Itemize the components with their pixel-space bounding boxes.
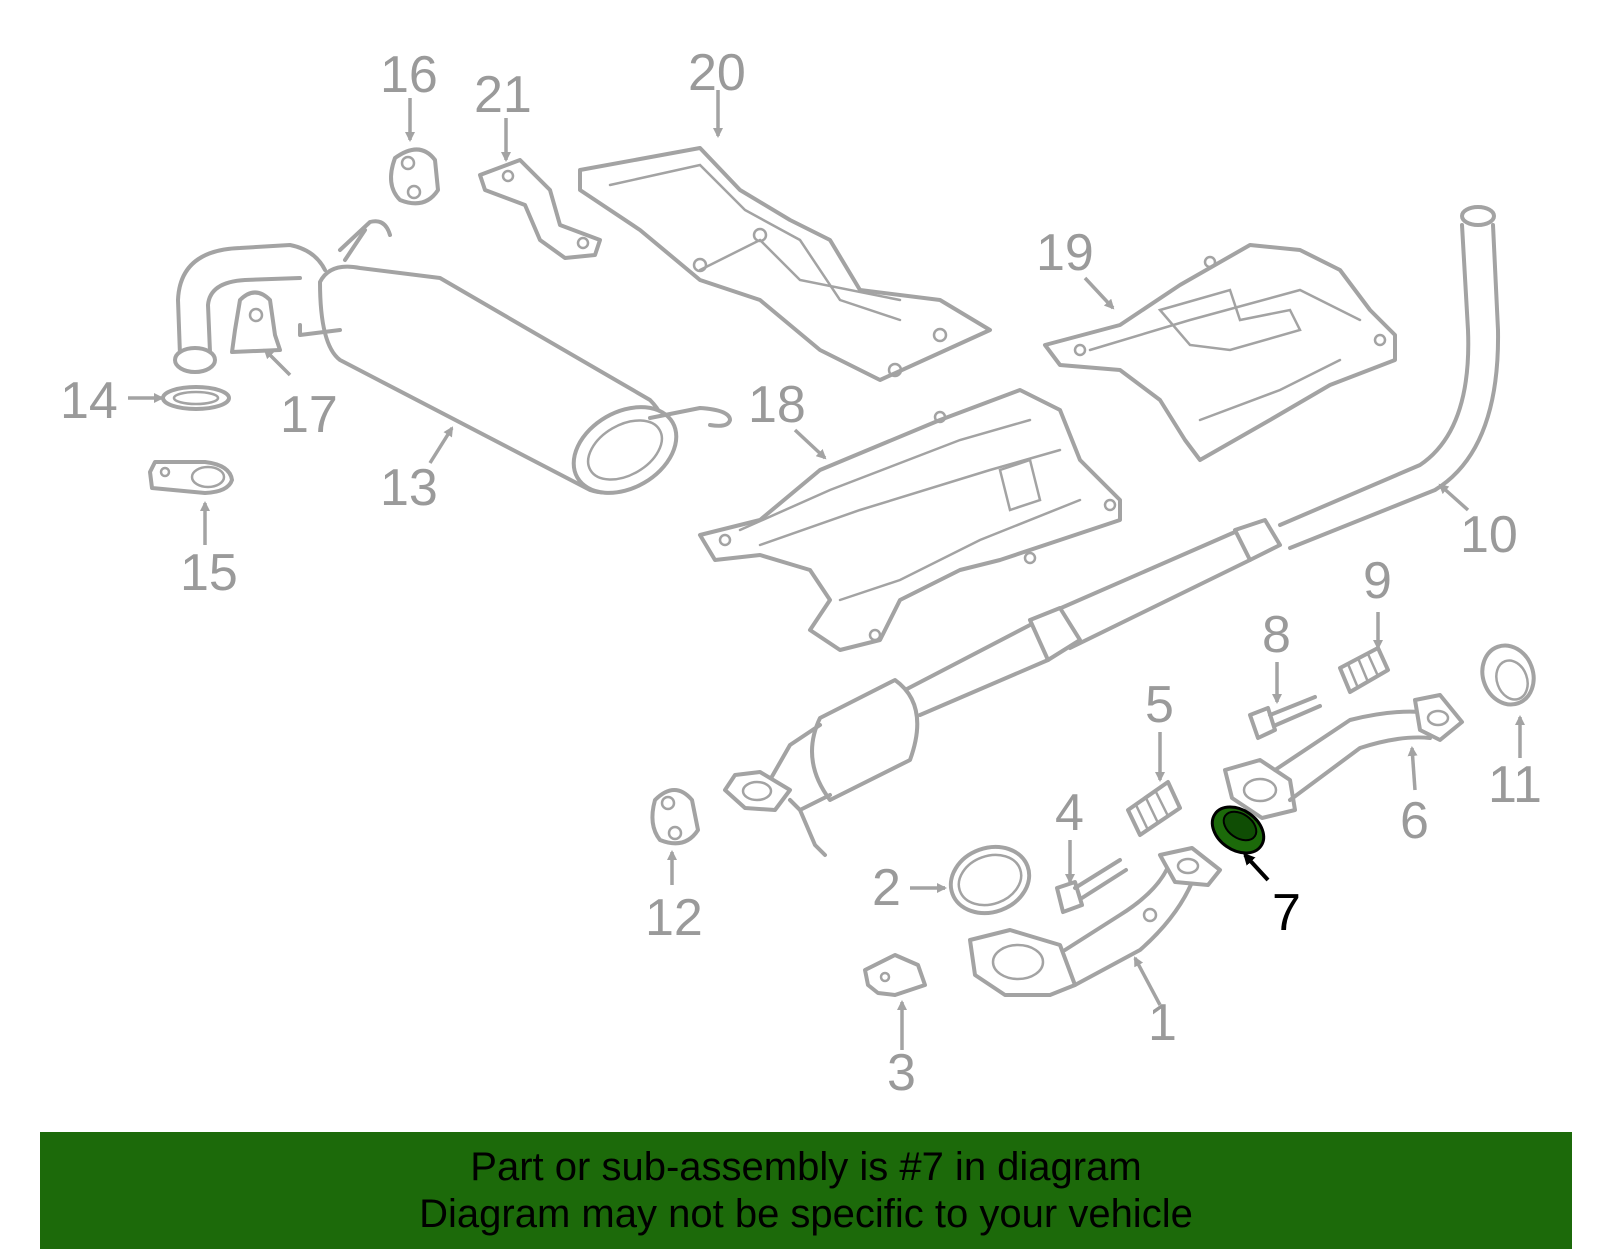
rubber-hanger-upper [389, 147, 440, 206]
callout-12: 12 [645, 889, 703, 947]
exhaust-system-diagram: 16 21 20 19 18 10 14 17 13 15 9 8 11 6 5… [60, 44, 1542, 1102]
callout-5: 5 [1145, 676, 1174, 734]
callout-16: 16 [380, 46, 438, 104]
callout-17: 17 [280, 386, 338, 444]
rubber-hanger-lower [650, 788, 700, 846]
gasket-lower [948, 844, 1032, 916]
callout-13: 13 [380, 459, 438, 517]
seal-ring [1480, 643, 1536, 707]
heat-shield-rear [1043, 243, 1397, 462]
callout-9: 9 [1363, 552, 1392, 610]
bracket [478, 158, 602, 260]
spring-lower [1126, 780, 1182, 837]
intermediate-pipe [723, 205, 1501, 857]
callout-18: 18 [748, 376, 806, 434]
muffler [173, 219, 732, 495]
bolt-lower [1055, 858, 1128, 914]
front-pipe-upper [1223, 693, 1464, 820]
bolt-upper [1248, 695, 1322, 740]
spring-upper [1338, 646, 1390, 694]
callout-19: 19 [1036, 224, 1094, 282]
callout-15: 15 [180, 544, 238, 602]
gasket-ring [161, 385, 231, 411]
callout-8: 8 [1262, 606, 1291, 664]
small-bracket [863, 953, 927, 997]
callout-6: 6 [1400, 792, 1429, 850]
callout-labels: 16 21 20 19 18 10 14 17 13 15 9 8 11 6 5… [60, 44, 1542, 1102]
hanger-bracket [230, 290, 282, 354]
callout-10: 10 [1460, 506, 1518, 564]
callout-14: 14 [60, 372, 118, 430]
pipe-clamp [148, 460, 234, 495]
callout-21: 21 [474, 66, 532, 124]
banner-line-2: Diagram may not be specific to your vehi… [419, 1192, 1193, 1236]
callout-7-highlighted: 7 [1272, 884, 1301, 942]
heat-shield-front [578, 146, 992, 382]
callout-4: 4 [1055, 784, 1084, 842]
banner-line-1: Part or sub-assembly is #7 in diagram [470, 1145, 1142, 1189]
callout-3: 3 [887, 1044, 916, 1102]
callout-20: 20 [688, 44, 746, 102]
part-info-banner: Part or sub-assembly is #7 in diagram Di… [40, 1132, 1572, 1249]
callout-2: 2 [872, 859, 901, 917]
heat-shield-center [698, 388, 1122, 652]
callout-1: 1 [1148, 994, 1177, 1052]
callout-arrows [128, 90, 1525, 1050]
seal-highlighted [1210, 805, 1266, 855]
front-pipe-lower [968, 846, 1222, 997]
callout-11: 11 [1488, 756, 1542, 814]
